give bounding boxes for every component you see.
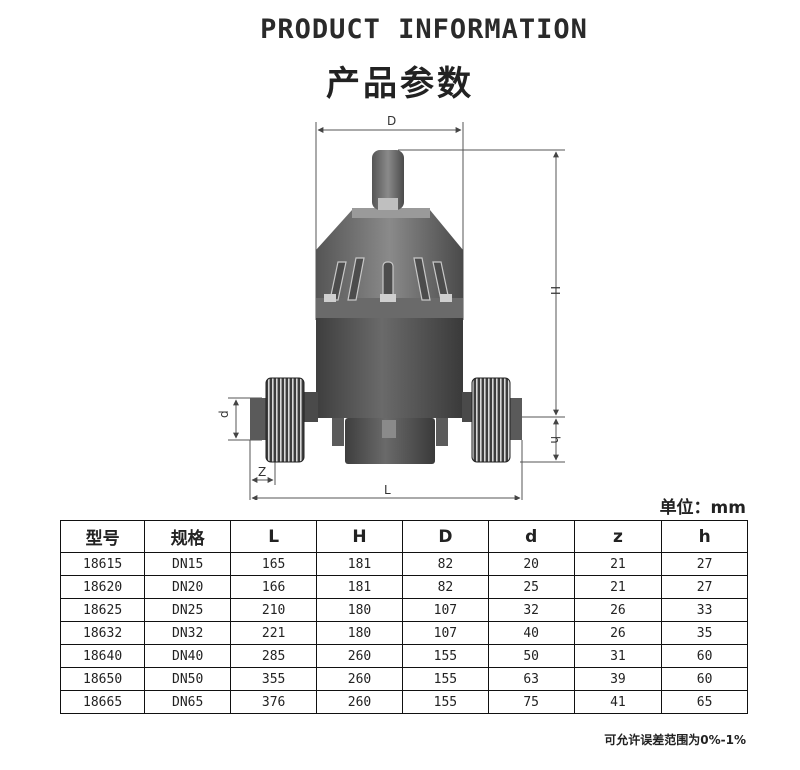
table-cell: 27 [661,575,748,599]
table-cell: 107 [401,598,489,622]
table-cell: DN50 [144,667,232,691]
table-cell: 181 [316,575,403,599]
dim-label-h: h [548,436,562,444]
table-cell: DN25 [144,598,232,622]
table-cell: 41 [573,690,663,714]
table-cell: 82 [401,575,489,599]
table-cell: 25 [487,575,575,599]
table-cell: 32 [487,598,575,622]
table-cell: 18632 [59,621,146,645]
table-cell: 26 [573,598,663,622]
table-cell: 33 [661,598,748,622]
table-cell: 18650 [59,667,146,691]
table-cell: 18665 [59,690,146,714]
table-cell: 221 [230,621,318,645]
table-cell: 166 [230,575,318,599]
table-cell: 20 [487,552,575,576]
table-cell: 210 [230,598,318,622]
table-cell: 181 [316,552,403,576]
table-cell: 376 [230,690,318,714]
column-header: L [230,520,318,553]
column-header: d [487,520,575,553]
column-header: z [573,520,663,553]
table-cell: 82 [401,552,489,576]
table-cell: DN20 [144,575,232,599]
table-cell: 35 [661,621,748,645]
dimension-lines [228,122,565,500]
table-cell: 60 [661,667,748,691]
table-cell: 180 [316,621,403,645]
table-cell: 355 [230,667,318,691]
column-header: 规格 [144,520,232,553]
table-cell: 260 [316,667,403,691]
column-header: h [661,520,748,553]
table-cell: 31 [573,644,663,668]
table-cell: 75 [487,690,575,714]
column-header: D [401,520,489,553]
table-cell: 27 [661,552,748,576]
dim-label-H: H [548,286,562,295]
table-cell: DN40 [144,644,232,668]
table-cell: 63 [487,667,575,691]
table-cell: 40 [487,621,575,645]
table-cell: 155 [401,667,489,691]
table-cell: DN65 [144,690,232,714]
dim-label-d: d [217,410,231,418]
table-cell: 180 [316,598,403,622]
valve-technical-drawing: D H h d Z L [217,114,565,500]
table-cell: 165 [230,552,318,576]
table-cell: 26 [573,621,663,645]
table-cell: 260 [316,644,403,668]
table-cell: 21 [573,575,663,599]
tolerance-note: 可允许误差范围为0%-1% [604,733,746,747]
column-header: 型号 [59,520,146,553]
table-cell: DN32 [144,621,232,645]
title-chinese: 产品参数 [326,64,474,104]
table-cell: 18615 [59,552,146,576]
column-header: H [316,520,403,553]
unit-label: 单位：mm [659,498,746,518]
table-cell: 18620 [59,575,146,599]
table-cell: 65 [661,690,748,714]
table-cell: 39 [573,667,663,691]
dim-label-D: D [387,114,396,128]
table-cell: 18640 [59,644,146,668]
dim-label-L: L [384,483,391,497]
table-cell: 107 [401,621,489,645]
table-cell: 60 [661,644,748,668]
table-cell: 260 [316,690,403,714]
table-cell: 155 [401,644,489,668]
table-cell: DN15 [144,552,232,576]
title-english: PRODUCT INFORMATION [260,14,588,45]
dim-label-Z: Z [258,465,266,479]
table-cell: 50 [487,644,575,668]
table-cell: 155 [401,690,489,714]
table-cell: 21 [573,552,663,576]
table-cell: 285 [230,644,318,668]
valve-graphic [250,150,522,464]
table-cell: 18625 [59,598,146,622]
